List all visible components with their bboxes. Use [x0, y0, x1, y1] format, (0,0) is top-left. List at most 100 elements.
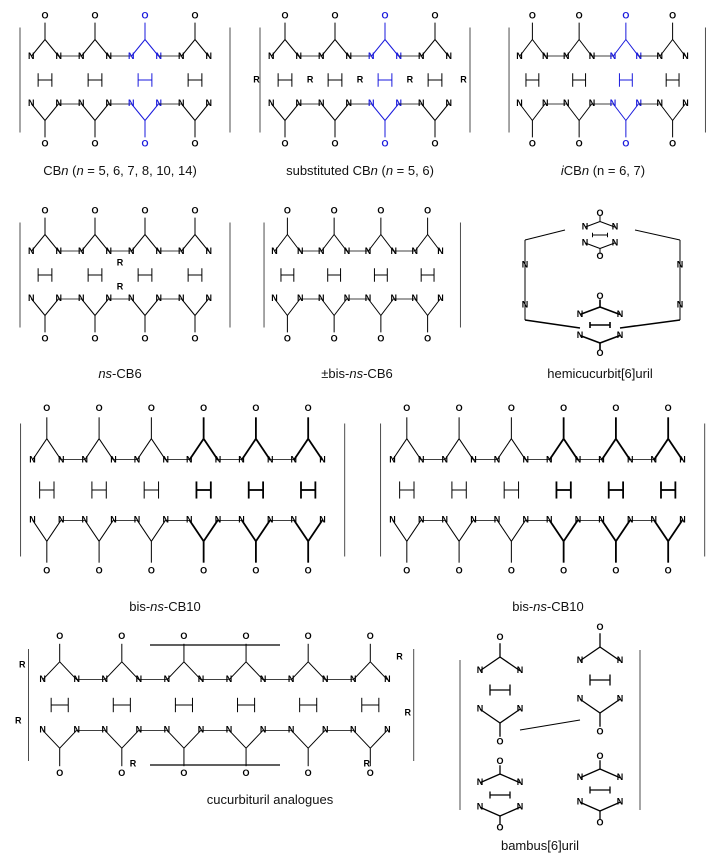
bond: [414, 298, 429, 316]
atom-label: N: [350, 674, 357, 684]
atom-label: N: [164, 725, 171, 735]
caption-italic: ns: [533, 599, 547, 614]
bond: [496, 519, 512, 542]
atom-label: N: [635, 51, 642, 61]
atom-label: O: [41, 139, 48, 149]
bond: [144, 298, 160, 316]
atom-label: O: [576, 10, 583, 20]
atom-label: N: [617, 309, 624, 319]
atom-label: N: [238, 454, 245, 464]
bond: [144, 39, 160, 57]
atom-label: N: [617, 655, 624, 665]
bond: [183, 661, 202, 681]
atom-label: N: [74, 725, 81, 735]
bond: [194, 39, 210, 57]
bond: [32, 519, 48, 542]
bond: [255, 519, 272, 542]
atom-label: N: [106, 51, 113, 61]
atom-label: N: [390, 293, 397, 303]
bond: [510, 438, 527, 461]
bond: [427, 234, 441, 252]
atom-label: N: [296, 98, 303, 108]
bond: [30, 298, 46, 316]
bond: [130, 234, 146, 252]
bond: [499, 773, 521, 784]
atom-label: O: [622, 10, 629, 20]
bond: [548, 519, 565, 542]
atom-label: N: [134, 454, 141, 464]
atom-label: N: [322, 674, 329, 684]
atom-label: N: [260, 674, 267, 684]
atom-label: N: [128, 51, 135, 61]
atom-label: N: [441, 454, 448, 464]
atom-label: N: [384, 674, 391, 684]
bond: [44, 298, 60, 316]
atom-label: R: [396, 651, 403, 661]
atom-label: O: [431, 139, 438, 149]
bond: [98, 438, 114, 461]
caption-hemicucurbituril: hemicucurbit[6]uril: [547, 366, 653, 381]
atom-label: N: [612, 222, 619, 232]
caption-bis-ns-cb10-b: bis-ns-CB10: [512, 599, 584, 614]
atom-label: O: [91, 334, 98, 344]
bond: [228, 729, 247, 749]
bond: [30, 39, 46, 57]
atom-label: O: [496, 737, 503, 747]
bond: [369, 661, 388, 681]
bond: [612, 103, 627, 121]
atom-label: O: [91, 205, 98, 215]
atom-label: N: [418, 51, 425, 61]
atom-label: O: [596, 727, 603, 737]
caption-ns-cb6: ns-CB6: [98, 366, 141, 381]
atom-label: O: [669, 139, 676, 149]
atom-label: N: [350, 725, 357, 735]
atom-label: N: [288, 725, 295, 735]
bond: [584, 242, 601, 249]
atom-label: O: [622, 139, 629, 149]
atom-label: N: [470, 454, 477, 464]
atom-label: N: [318, 293, 325, 303]
atom-label: O: [281, 10, 288, 20]
atom-label: N: [318, 246, 325, 256]
bond: [307, 438, 324, 461]
bond: [320, 103, 336, 121]
caption-bis-ns-cb6: ±bis-ns-CB6: [321, 366, 392, 381]
bond: [130, 103, 146, 121]
caption-text: bis-: [512, 599, 534, 614]
caption-cbn: CBn (n = 5, 6, 7, 8, 10, 14): [43, 163, 197, 178]
atom-label: R: [130, 759, 137, 769]
atom-label: N: [206, 246, 213, 256]
bond: [672, 39, 686, 57]
atom-label: R: [117, 281, 124, 291]
atom-label: N: [178, 51, 185, 61]
atom-label: N: [78, 98, 85, 108]
atom-label: N: [651, 514, 658, 524]
atom-label: O: [367, 768, 374, 778]
atom-label: N: [78, 51, 85, 61]
atom-label: N: [238, 514, 245, 524]
atom-label: N: [346, 51, 353, 61]
atom-label: N: [522, 454, 529, 464]
atom-label: N: [546, 454, 553, 464]
bond: [333, 234, 348, 252]
caption-text: = 5, 6, 7, 8, 10, 14): [83, 163, 197, 178]
bond: [659, 103, 674, 121]
caption-text: hemicucurbit[6]uril: [547, 366, 653, 381]
atom-label: N: [198, 674, 205, 684]
caption-substituted-cbn: substituted CBn (n = 5, 6): [286, 163, 434, 178]
caption-bis-ns-cb10-a: bis-ns-CB10: [129, 599, 201, 614]
bond: [499, 708, 521, 724]
atom-label: N: [81, 514, 88, 524]
bond: [80, 103, 96, 121]
atom-label: N: [74, 674, 81, 684]
atom-label: N: [598, 514, 605, 524]
bond: [367, 298, 382, 316]
atom-label: O: [529, 10, 536, 20]
atom-label: N: [365, 293, 372, 303]
atom-label: O: [43, 403, 50, 413]
atom-label: N: [156, 98, 163, 108]
bond: [599, 221, 616, 228]
bond: [104, 661, 123, 681]
bond: [46, 438, 62, 461]
bond: [180, 298, 196, 316]
